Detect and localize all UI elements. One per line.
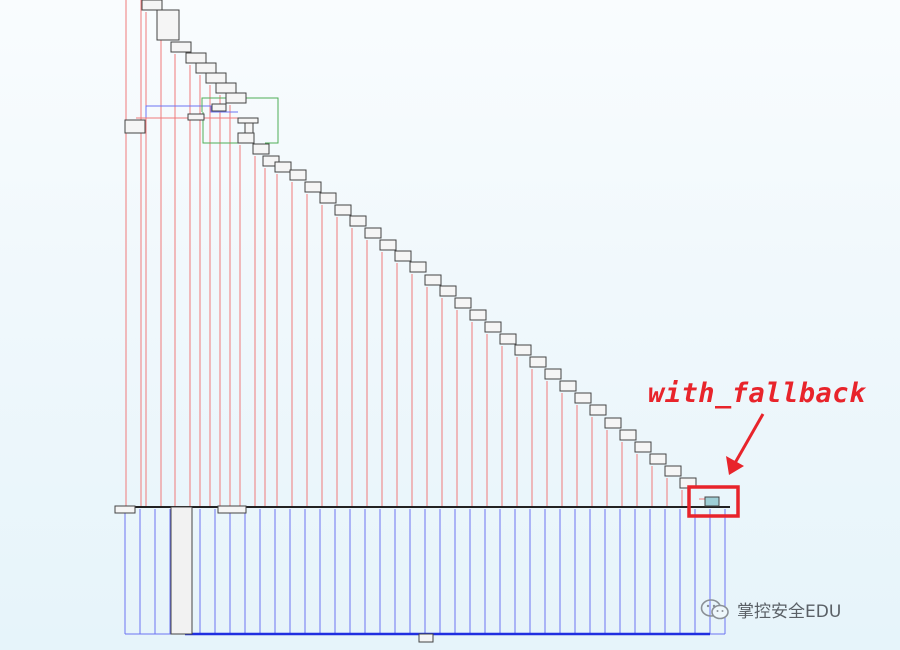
watermark: 掌控安全EDU [700,597,841,622]
function-node [454,297,472,309]
function-node [409,261,427,273]
function-node [418,633,434,643]
wechat-icon [700,598,729,619]
function-node [170,41,192,53]
function-node [619,429,637,441]
function-node [559,380,577,392]
function-node [319,192,337,204]
function-node [334,204,352,216]
function-node [156,9,180,41]
cross-link-edge [145,105,238,118]
function-node [469,309,487,321]
function-node [252,143,270,155]
long-call-bar [170,506,193,635]
function-node [225,92,247,104]
function-node [394,250,412,262]
cross-link-edge [202,112,238,144]
function-node [195,62,217,74]
callout-highlight-box [687,485,740,518]
function-node [124,119,146,134]
function-node [304,181,322,193]
function-node [349,215,367,227]
function-node [289,169,307,181]
function-node [141,0,163,11]
function-node [439,285,457,297]
function-node [215,82,237,94]
callout-arrow-shaft [733,413,765,464]
function-node [211,103,227,112]
function-node [244,122,254,134]
function-node [274,161,292,173]
function-node [217,505,247,514]
function-node [604,417,622,429]
function-node [205,72,227,84]
function-node [499,333,517,345]
function-node [364,227,382,239]
function-node [664,465,682,477]
function-node [187,113,205,121]
call-graph-edges [118,0,730,636]
watermark-text: 掌控安全EDU [737,602,842,622]
function-node [574,392,592,404]
function-node [529,356,547,368]
function-node [237,117,259,124]
function-node [114,505,136,514]
callout-arrow-head [726,456,744,475]
cross-link-edge [201,97,279,144]
function-node [237,132,255,144]
function-node [544,368,562,380]
with-fallback-node [704,496,720,507]
function-node [185,52,207,64]
function-node [649,453,667,465]
function-node [634,441,652,453]
function-node [514,344,532,356]
callout-label: with_fallback [648,378,866,409]
function-node [424,274,442,286]
function-node [589,404,607,416]
annotation-layer [687,413,765,518]
function-node [262,155,280,167]
function-node [484,321,502,333]
call-graph-nodes [114,0,720,643]
function-node [379,239,397,251]
